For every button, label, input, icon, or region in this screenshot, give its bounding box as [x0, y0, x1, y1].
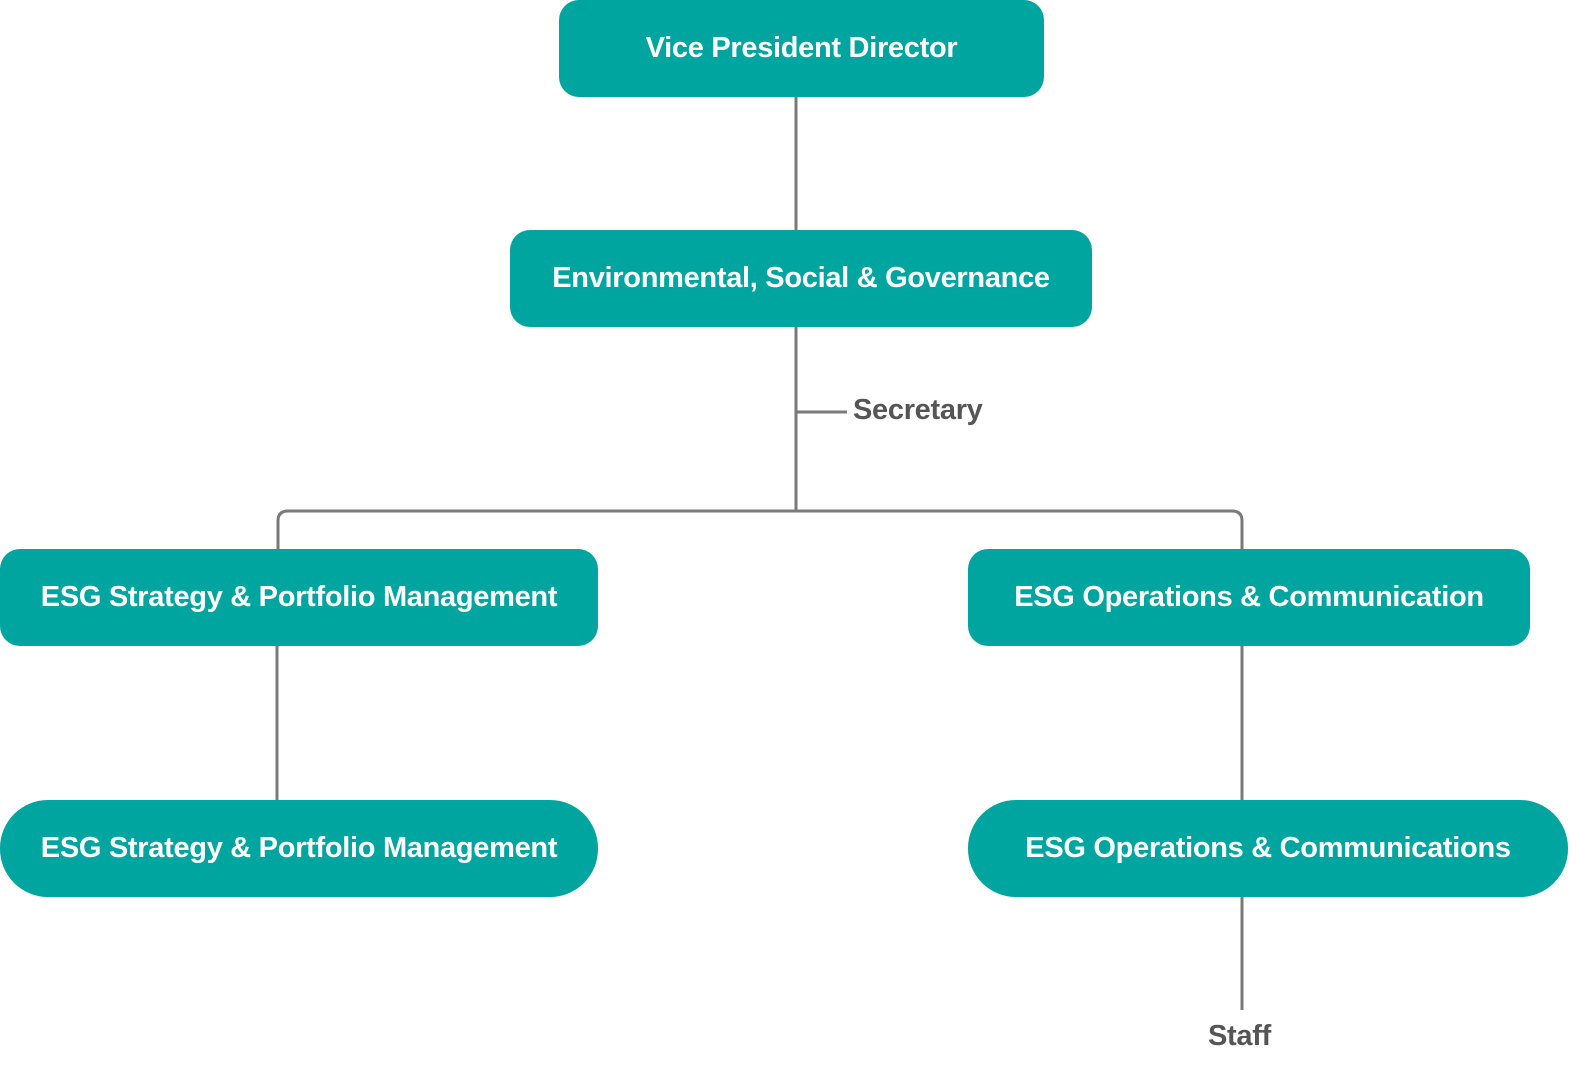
node-operations-communication-1-label: ESG Operations & Communication	[1014, 581, 1484, 613]
node-esg-label: Environmental, Social & Governance	[552, 262, 1050, 294]
node-vice-president: Vice President Director	[559, 0, 1044, 97]
node-strategy-portfolio-1-label: ESG Strategy & Portfolio Management	[40, 581, 558, 613]
node-operations-communication-2-label: ESG Operations & Communications	[1025, 832, 1511, 864]
node-strategy-portfolio-2-label: ESG Strategy & Portfolio Management	[40, 832, 558, 864]
node-strategy-portfolio-2: ESG Strategy & Portfolio Management	[0, 800, 598, 897]
node-esg: Environmental, Social & Governance	[510, 230, 1092, 327]
connector-branch-bar	[276, 509, 1244, 549]
node-operations-communication-2: ESG Operations & Communications	[968, 800, 1568, 897]
secretary-label: Secretary	[853, 394, 983, 426]
node-operations-communication-1: ESG Operations & Communication	[968, 549, 1530, 646]
staff-label: Staff	[1208, 1020, 1271, 1052]
node-strategy-portfolio-1: ESG Strategy & Portfolio Management	[0, 549, 598, 646]
node-vice-president-label: Vice President Director	[645, 32, 958, 64]
